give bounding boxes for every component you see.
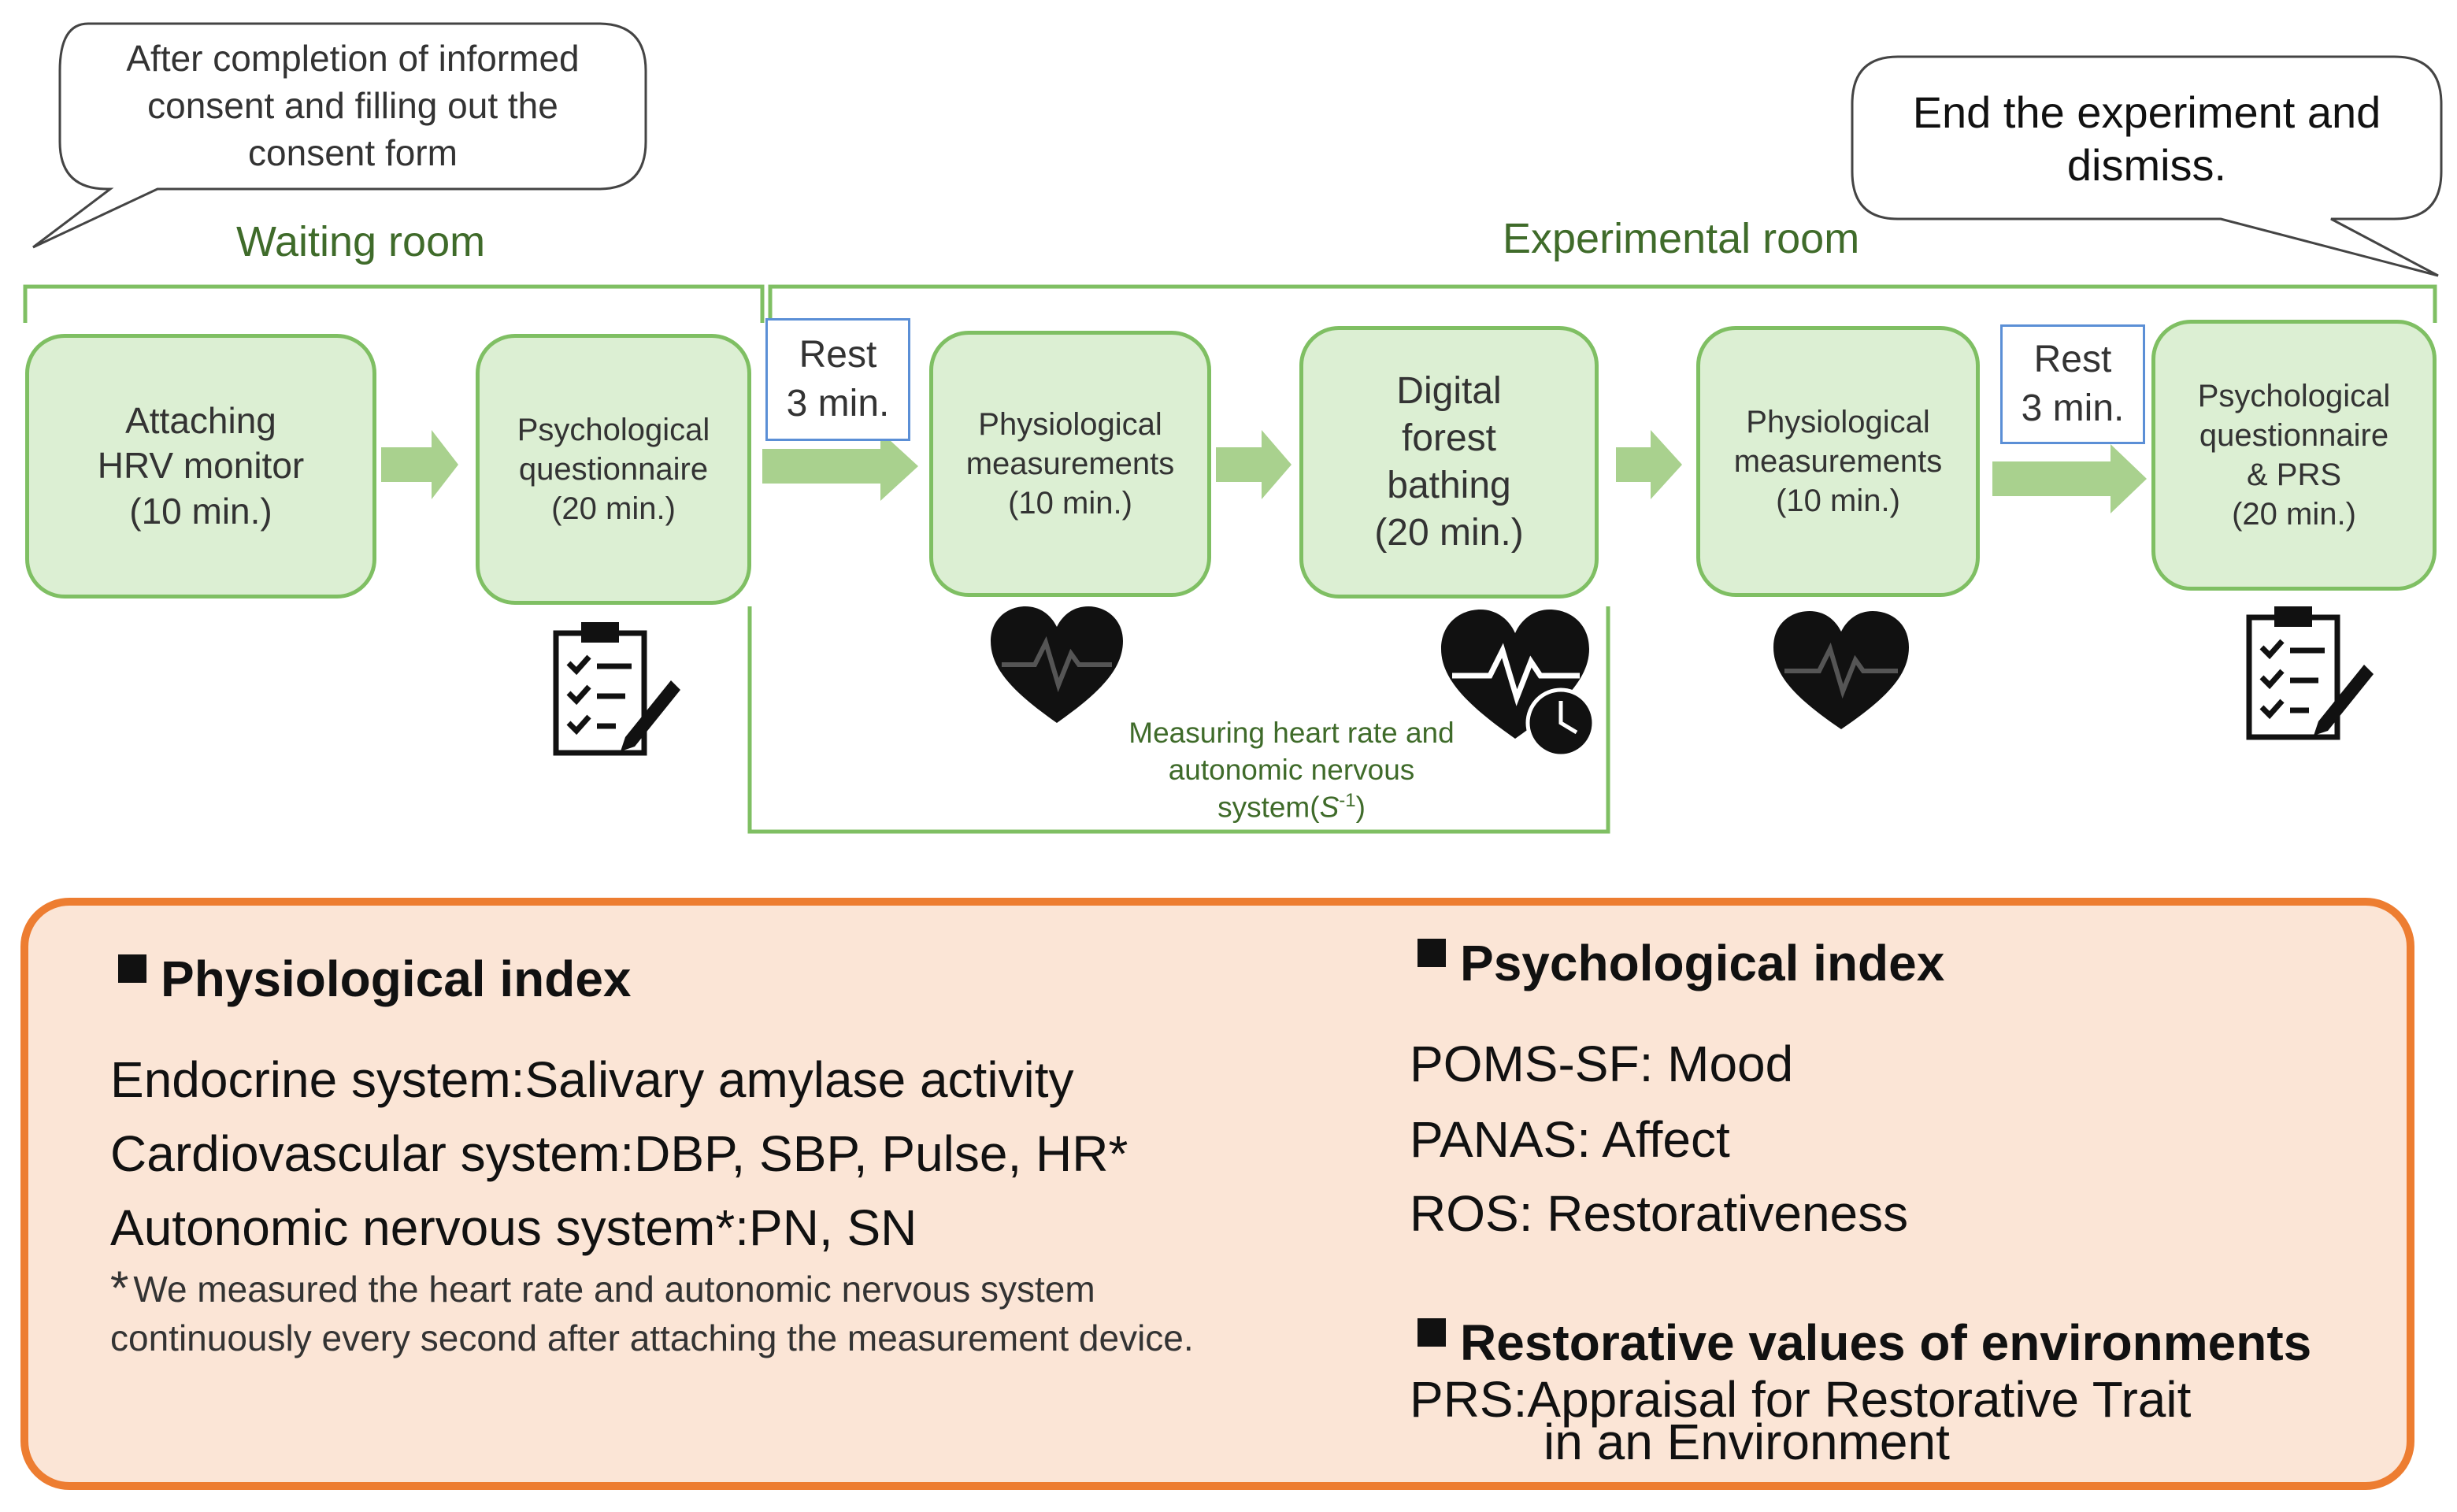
- start-bubble-text: After completion of informed consent and…: [126, 38, 580, 173]
- footnote-star: *: [110, 1262, 129, 1314]
- start-speech-bubble: [32, 22, 647, 249]
- measurement-bracket: [747, 606, 1610, 834]
- waiting-room-label: Waiting room: [236, 218, 486, 265]
- physiological-item: Cardiovascular system:DBP, SBP, Pulse, H…: [110, 1125, 1128, 1182]
- clipboard-icon: [553, 622, 680, 756]
- measuring-note-text: Measuring heart rate and autonomic nervo…: [1128, 717, 1455, 824]
- waiting-room-bracket: [23, 284, 765, 323]
- clipboard-icon: [2246, 606, 2374, 740]
- prs-line-2: in an Environment: [1544, 1414, 1950, 1470]
- index-panel: [20, 898, 2414, 1490]
- experimental-room-bracket: [768, 284, 2437, 323]
- end-bubble-text: End the experiment and dismiss.: [1912, 87, 2381, 190]
- physiological-index-title: Physiological index: [161, 951, 632, 1007]
- restorative-values-title: Restorative values of environments: [1460, 1314, 2312, 1371]
- arrow-4: [1616, 430, 1682, 499]
- bullet-square: [1418, 939, 1446, 967]
- physiological-footnote: *We measured the heart rate and autonomi…: [110, 1265, 1260, 1362]
- restorative-values-heading: Restorative values of environments: [1418, 1314, 2311, 1372]
- measuring-note-unit: S: [1319, 791, 1340, 824]
- step-psychological-questionnaire-1: Psychological questionnaire (20 min.): [476, 334, 751, 605]
- arrow-1: [381, 430, 458, 499]
- psychological-item: POMS-SF: Mood: [1410, 1036, 1794, 1092]
- step-physiological-measurements-2: Physiological measurements (10 min.): [1696, 326, 1980, 597]
- psychological-index-title: Psychological index: [1460, 935, 1945, 991]
- bullet-square: [118, 954, 146, 983]
- bullet-square: [1418, 1318, 1446, 1347]
- step-physiological-measurements-1: Physiological measurements (10 min.): [929, 331, 1211, 597]
- heart-rate-icon: [1773, 611, 1909, 729]
- step-psychological-questionnaire-prs: Psychological questionnaire & PRS (20 mi…: [2151, 320, 2437, 591]
- physiological-item: Endocrine system:Salivary amylase activi…: [110, 1051, 1074, 1108]
- arrow-2: [762, 432, 918, 501]
- physiological-index-heading: Physiological index: [118, 950, 632, 1008]
- end-speech-bubble: [1851, 55, 2443, 277]
- psychological-index-heading: Psychological index: [1418, 934, 1944, 992]
- psychological-item: ROS: Restorativeness: [1410, 1185, 1909, 1242]
- rest-box-1: Rest 3 min.: [765, 318, 910, 441]
- measuring-note: Measuring heart rate and autonomic nervo…: [1063, 715, 1520, 826]
- physiological-item: Autonomic nervous system*:PN, SN: [110, 1199, 917, 1256]
- rest-box-2: Rest 3 min.: [2000, 324, 2145, 444]
- prs-line-1: PRS:Appraisal for Restorative Trait: [1410, 1371, 2192, 1428]
- measuring-note-close: ): [1355, 791, 1366, 824]
- arrow-3: [1216, 430, 1292, 499]
- arrow-5: [1992, 444, 2147, 513]
- psychological-item: PANAS: Affect: [1410, 1111, 1730, 1168]
- experimental-room-label: Experimental room: [1503, 215, 1860, 262]
- measuring-note-exp: -1: [1339, 789, 1356, 811]
- step-digital-forest-bathing: Digital forest bathing (20 min.): [1299, 326, 1599, 598]
- step-attach-hrv-monitor: Attaching HRV monitor (10 min.): [25, 334, 376, 598]
- heart-rate-clock-icon: [1441, 610, 1596, 758]
- heart-rate-icon: [991, 606, 1123, 723]
- footnote-text: We measured the heart rate and autonomic…: [110, 1269, 1194, 1359]
